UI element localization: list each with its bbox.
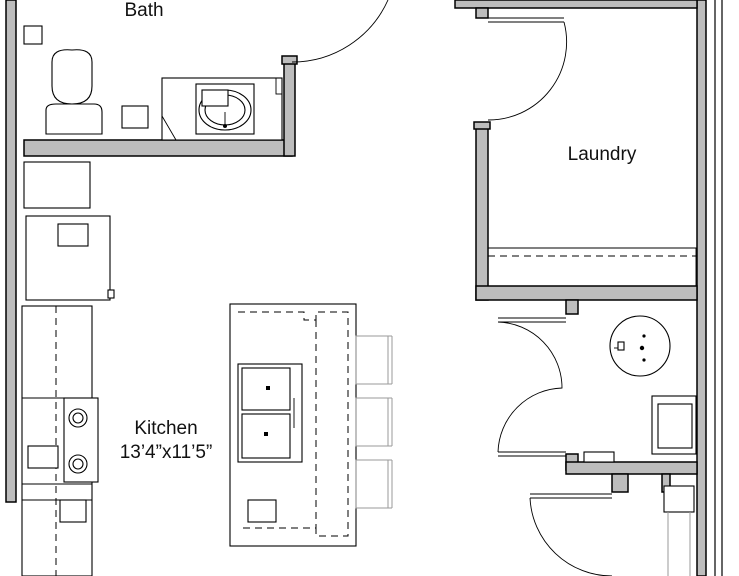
bottom-door-arc xyxy=(529,497,612,576)
bath-right-wall xyxy=(283,57,296,157)
toilet-bowl-icon xyxy=(45,103,103,135)
doors xyxy=(291,0,612,576)
dishwasher xyxy=(247,499,277,523)
bath-bin xyxy=(121,105,149,129)
bar-stool xyxy=(355,397,389,447)
bar-stool xyxy=(355,335,389,385)
top-hall-wall xyxy=(454,0,698,9)
right-exterior-wall xyxy=(696,0,707,576)
kitchen-counters xyxy=(21,161,115,576)
bath-fixtures xyxy=(23,25,283,141)
laundry-shelf xyxy=(487,247,697,286)
kitchen-label: Kitchen xyxy=(134,418,197,439)
closet-top-wall xyxy=(565,461,698,475)
closet-double-door-arcs xyxy=(497,321,563,453)
bar-stool xyxy=(355,459,389,509)
left-exterior-wall xyxy=(5,0,17,503)
toilet-tank-icon xyxy=(51,49,93,105)
water-heater-icon xyxy=(609,315,671,377)
upper-cabinet xyxy=(23,161,91,209)
bath-cabinet xyxy=(23,25,43,45)
kitchen-island xyxy=(229,303,393,547)
kitchen-dimensions: 13’4”x11’5” xyxy=(120,442,213,463)
laundry-door-arc xyxy=(487,21,568,121)
mechanical-closet xyxy=(583,315,697,576)
closet-shelf xyxy=(663,485,695,513)
laundry-left-wall xyxy=(475,125,489,301)
bath-bottom-wall xyxy=(23,139,293,157)
bath-label: Bath xyxy=(124,0,163,21)
laundry-label: Laundry xyxy=(568,144,637,165)
laundry-bottom-wall xyxy=(475,285,698,301)
bath-door-arc xyxy=(291,0,389,63)
walls xyxy=(5,0,723,576)
